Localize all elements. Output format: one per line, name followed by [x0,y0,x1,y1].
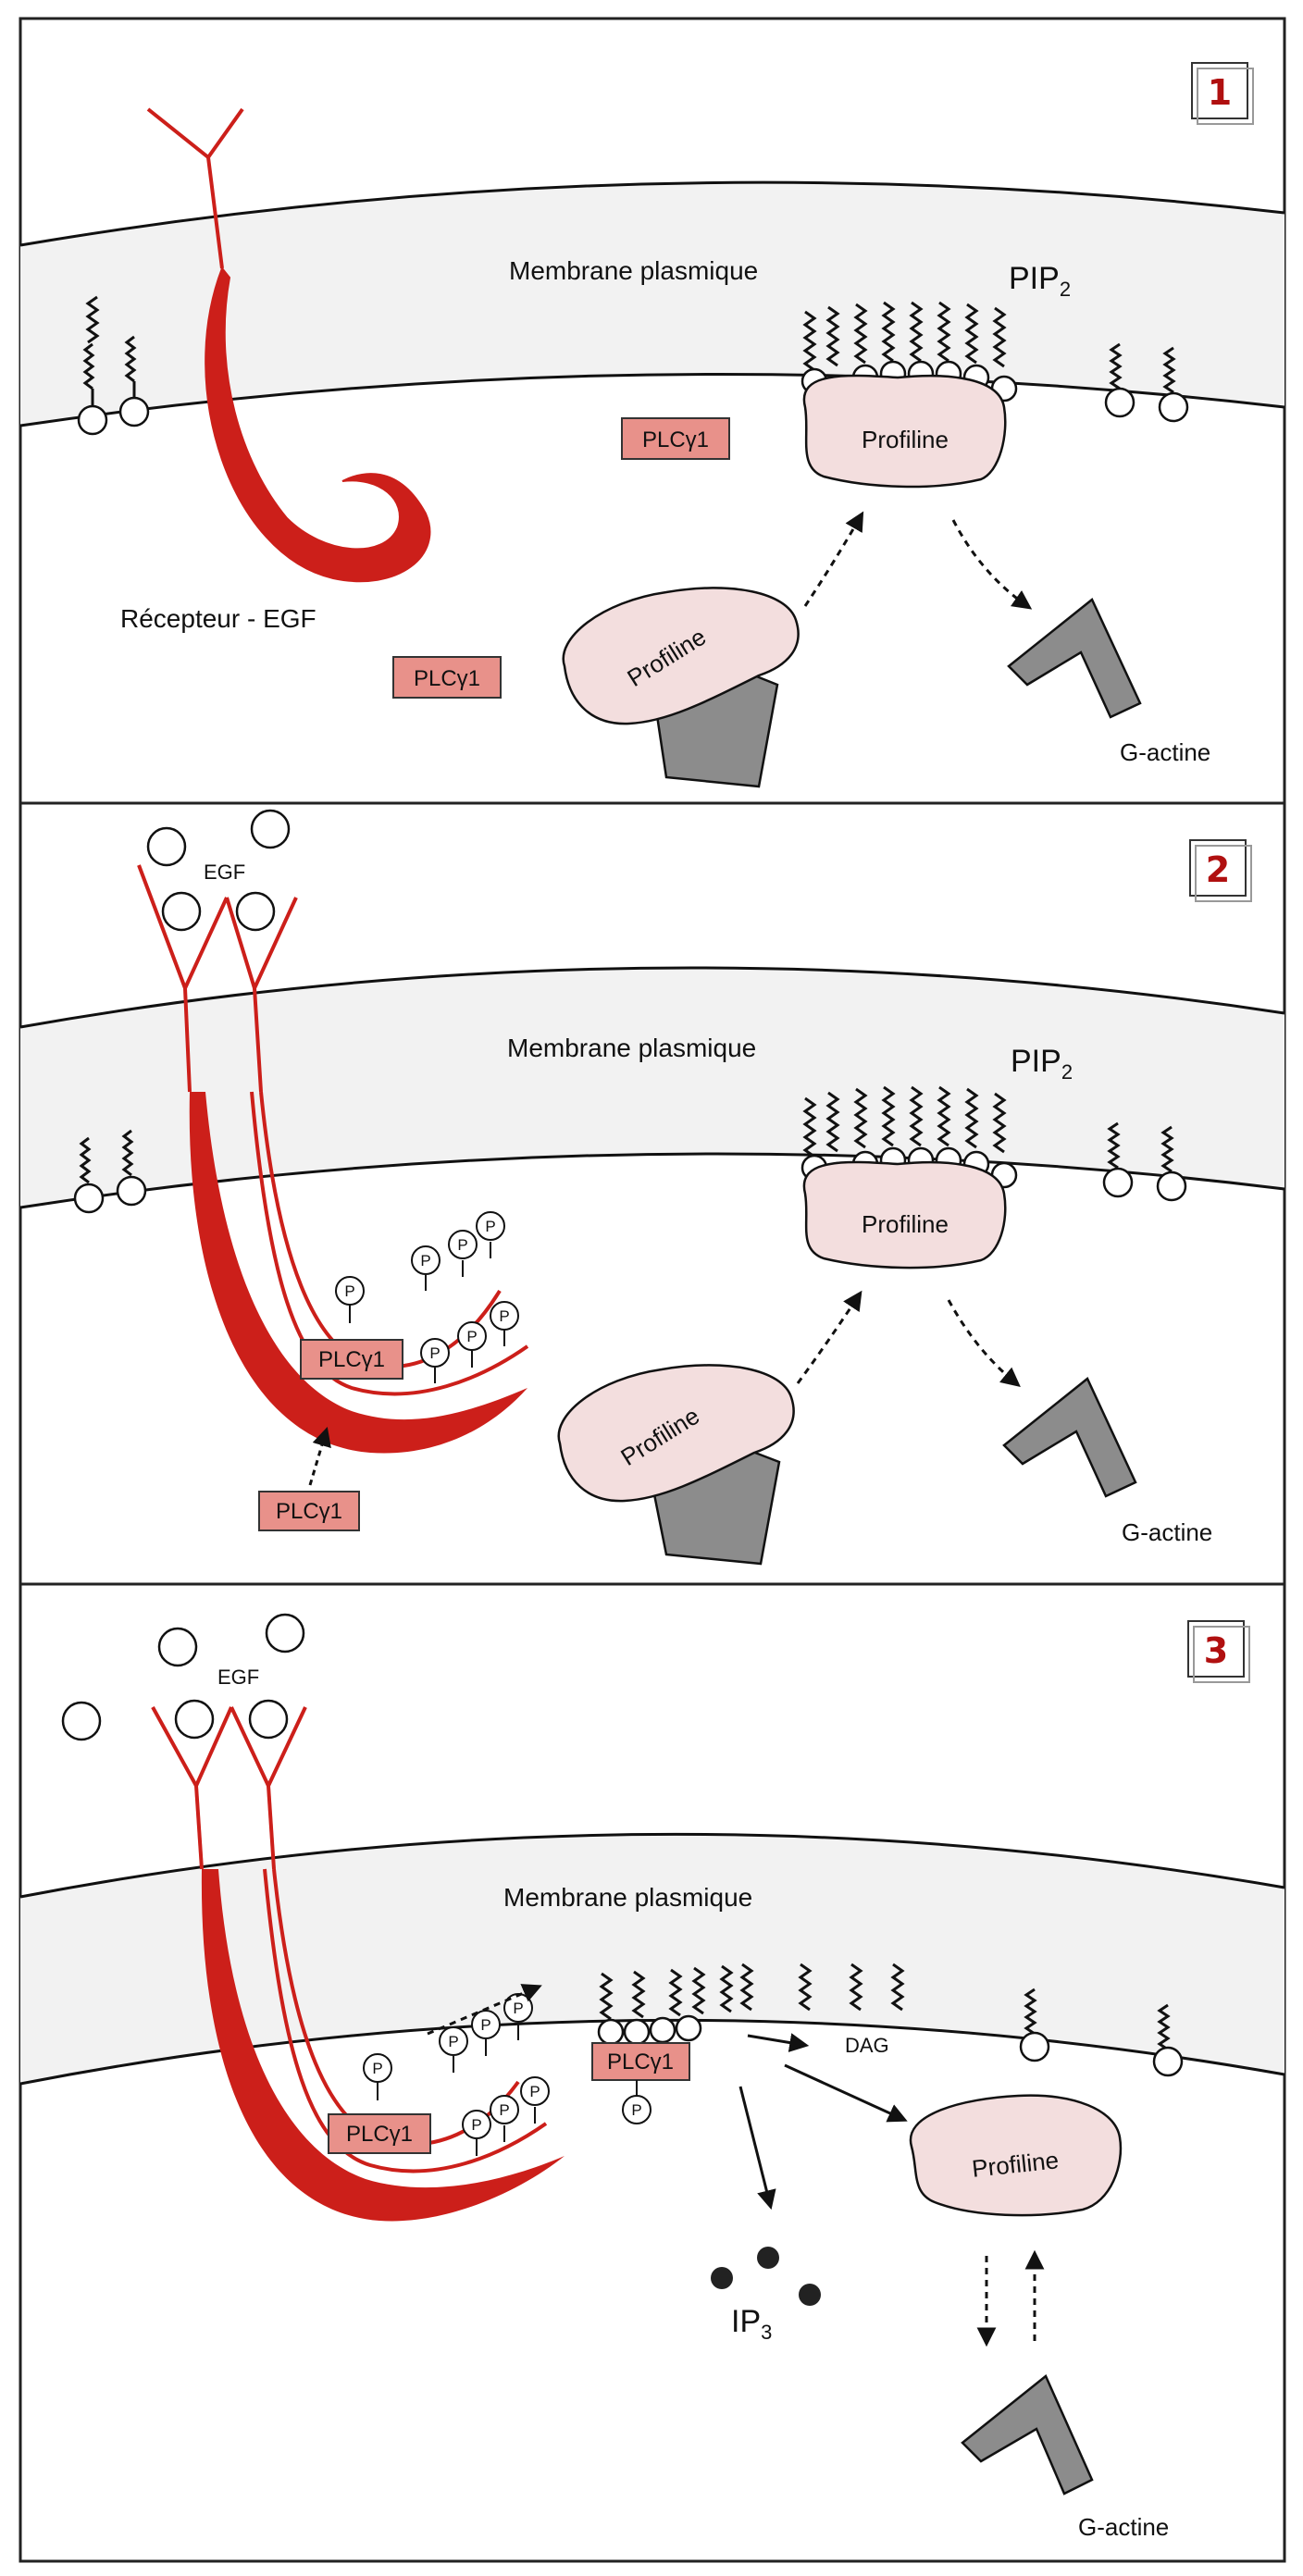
egf-label: EGF [217,1666,259,1689]
arrow-to-ip3 [738,2086,776,2211]
step-number: 2 [1206,849,1230,890]
membrane-band [20,182,1284,426]
receptor-label: Récepteur - EGF [120,604,316,633]
phosphate-groups: P P P P P P P [335,1211,519,1383]
svg-text:PLCγ1: PLCγ1 [414,666,480,691]
profiline-actin-complex: Profiline [557,1364,795,1566]
g-actine-label: G-actine [1120,738,1210,766]
membrane-label: Membrane plasmique [503,1883,752,1912]
pip2-label: PIP2 [1011,1044,1073,1084]
egf-receptor [146,107,431,583]
g-actine-label: G-actine [1078,2513,1169,2541]
svg-text:P: P [480,2016,490,2034]
step-badge: 3 [1187,1620,1250,1683]
svg-text:Profiline: Profiline [862,1210,949,1238]
membrane-band [20,968,1284,1208]
arrow-plc-recruit [308,1426,331,1486]
step-number: 3 [1204,1630,1228,1671]
plc-box-bound: PLCγ1 [300,1339,403,1380]
ip3-molecules [711,2247,821,2306]
ip3-label: IP3 [731,2304,772,2344]
arrow-to-membrane [796,1290,862,1384]
arrow-to-profiline [784,2063,908,2123]
arrow-to-actin [951,519,1033,610]
profiline-actin-complex: Profiline [562,587,800,788]
egf-ligands [61,1613,305,1741]
panel-1: 1 Membrane plasmique PIP2 Récepteur - EG… [19,62,1285,805]
dag-label: DAG [845,2034,889,2057]
pip2-lipids [597,1963,754,2046]
svg-text:PLCγ1: PLCγ1 [607,2050,674,2074]
lipid-pair-right [1104,342,1189,423]
profiline-membrane: Profiline [802,374,1007,489]
g-actin [961,2374,1094,2496]
plc-box-free: PLCγ1 [258,1491,360,1531]
svg-text:P: P [429,1344,440,1362]
svg-text:P: P [499,2101,509,2119]
svg-text:P: P [485,1218,495,1235]
plc-box-membrane: PLCγ1 P [591,2042,690,2124]
svg-text:P: P [471,2116,481,2134]
plc-box: PLCγ1 [392,656,502,699]
g-actine-label: G-actine [1122,1518,1212,1546]
membrane-label: Membrane plasmique [507,1034,756,1062]
g-actin [1007,598,1142,719]
membrane-inner-line [19,2018,1285,2086]
svg-text:P: P [499,1307,509,1325]
membrane-outer-line [19,966,1285,1029]
svg-text:P: P [513,2000,523,2017]
svg-text:P: P [466,1328,477,1345]
svg-text:PLCγ1: PLCγ1 [346,2122,413,2147]
svg-text:P: P [344,1282,354,1300]
membrane-label: Membrane plasmique [509,256,758,285]
arrow-to-dag [747,2033,810,2052]
step-badge: 1 [1191,62,1254,125]
membrane-outer-line [19,1832,1285,1899]
pip2-label: PIP2 [1009,261,1071,301]
egf-label: EGF [204,861,245,884]
membrane-band [20,1834,1284,2084]
svg-text:P: P [448,2033,458,2050]
lipid-pair-right [1102,1121,1187,1202]
svg-text:P: P [631,2101,641,2119]
phosphate-groups: P P P P P P P [363,1993,550,2156]
right-lipids [1019,1988,1184,2077]
panel-2: 2 EGF Membrane plasmique PIP2 [19,809,1285,1586]
plc-box-bound: PLCγ1 [328,2113,431,2154]
profiline-membrane: Profiline [802,1160,1007,1269]
lipid-pair-left [77,295,150,436]
dag-lipids [798,1963,905,2012]
panel-3: 3 EGF Membrane plasmique [19,1613,1285,2541]
svg-text:PLCγ1: PLCγ1 [318,1347,385,1372]
svg-text:P: P [457,1236,467,1254]
lipid-pair-left [73,1129,147,1214]
profiline-free: Profiline [909,2094,1123,2217]
plc-box: PLCγ1 [621,417,730,460]
g-actin [1002,1377,1137,1498]
arrow-to-actin [947,1299,1021,1387]
membrane-outer-line [19,180,1285,247]
arrow-to-membrane [803,511,864,607]
svg-text:PLCγ1: PLCγ1 [642,427,709,452]
svg-text:Profiline: Profiline [862,426,949,453]
svg-text:P: P [420,1252,430,1269]
step-number: 1 [1208,72,1232,113]
svg-text:P: P [529,2083,540,2100]
outer-frame [19,17,1286,2563]
egf-ligands [146,809,291,932]
arrow-plc-release [427,1984,542,2036]
svg-text:PLCγ1: PLCγ1 [276,1499,342,1524]
step-badge: 2 [1189,839,1252,902]
svg-text:P: P [372,2060,382,2077]
